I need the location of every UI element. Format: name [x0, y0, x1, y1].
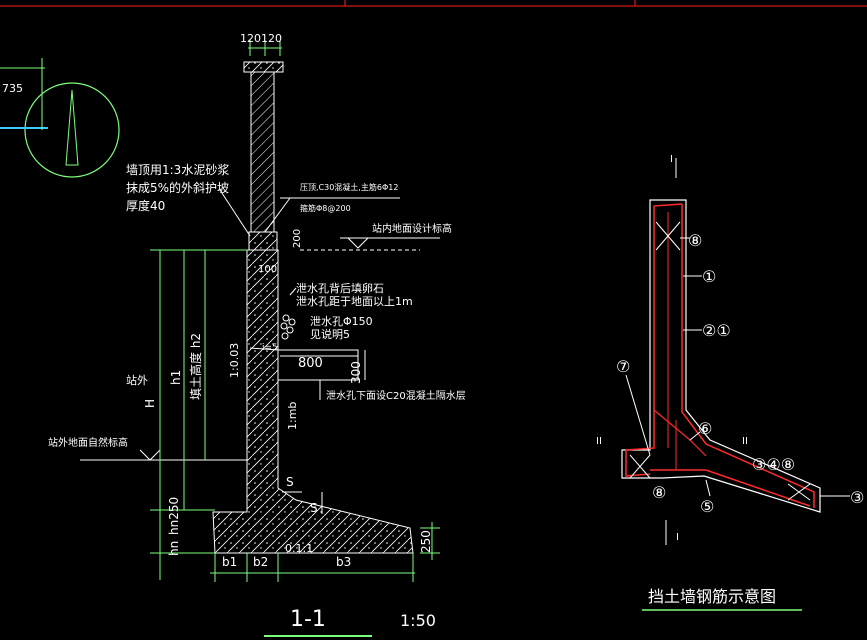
- dim-b3: b3: [336, 555, 351, 569]
- outside-elev-marker: [139, 449, 161, 461]
- note-drain: 泄水孔背后填卵石: [296, 281, 384, 295]
- mark-i: I: [676, 532, 679, 543]
- wall-cap: [243, 61, 284, 73]
- outside-ground-label: 站外地面自然标高: [48, 436, 128, 449]
- note-drain: 泄水孔Φ150: [310, 315, 373, 328]
- slope-1: 1:0.03: [228, 343, 241, 378]
- rebar-mark-8: ⑧: [652, 483, 666, 502]
- dim-b2: b2: [253, 555, 268, 569]
- note-layer: 泄水孔下面设C20混凝土隔水层: [326, 389, 466, 402]
- note-drain: 见说明5: [310, 327, 350, 341]
- label-h1: h1: [169, 370, 183, 385]
- ring-beam: [248, 231, 278, 251]
- rebar-mark-3: ③: [850, 488, 864, 507]
- rebar-diagram: I I II II ⑧ ① ②① ⑦ ⑥ ③④⑧ ⑧ ⑤: [596, 154, 864, 611]
- note-drain: 泄水孔距于地面以上1m: [296, 295, 413, 308]
- rebar-mark-5: ⑤: [700, 497, 714, 516]
- slope-2: 1:mb: [286, 402, 299, 430]
- site-elev-marker: [347, 237, 369, 249]
- dim-hn250: hn250: [167, 497, 181, 535]
- rebar-mark-6: ⑥: [698, 419, 712, 438]
- rebar-title: 挡土墙钢筋示意图: [648, 587, 776, 606]
- mark-i: I: [670, 154, 673, 165]
- rebar-mark-8: ⑧: [688, 231, 702, 250]
- upper-wall: [250, 71, 275, 233]
- rebar-mark-2: ②①: [702, 321, 731, 340]
- note-beam: 压顶,C30混凝土,主筋6Φ12: [300, 182, 398, 192]
- note-cap: 抹成5%的外斜护坡: [126, 180, 229, 195]
- rebar-mark-7: ⑦: [616, 357, 630, 376]
- section-scale: 1:50: [400, 611, 436, 630]
- left-dim-text: 735: [2, 82, 23, 95]
- dim-b1: b1: [222, 555, 237, 569]
- dim-100: 100: [258, 264, 277, 275]
- dim-250: 250: [419, 530, 433, 553]
- label-s: S: [310, 501, 318, 515]
- top-dim-text: 120120: [240, 32, 282, 45]
- note-beam: 箍筋Φ8@200: [300, 203, 351, 213]
- section-title: 1-1: [290, 607, 326, 632]
- site-elev-label: 站内地面设计标高: [372, 222, 452, 235]
- dim-800: 800: [298, 356, 323, 371]
- note-cap: 厚度40: [126, 198, 165, 213]
- slope-i: i=5: [262, 343, 278, 353]
- detail-circle: [24, 82, 120, 178]
- dim-300: 300: [349, 361, 363, 384]
- rebar-mark-1: ①: [702, 267, 716, 286]
- rebar-mark-348: ③④⑧: [752, 455, 795, 474]
- mark-ii: II: [742, 436, 748, 447]
- section-1-1: 120120 735 墙顶用1:3水泥砂浆 抹成5%的外斜护坡: [0, 32, 466, 637]
- dim-hn: hn: [167, 541, 181, 556]
- label-s: S: [286, 475, 294, 489]
- label-h2: 填土高度 h2: [188, 333, 203, 400]
- label-H: H: [143, 399, 157, 408]
- label-outside: 站外: [126, 373, 148, 387]
- note-cap: 墙顶用1:3水泥砂浆: [126, 162, 229, 177]
- dim-200: 200: [292, 229, 303, 248]
- slope-base: 0.1:1: [285, 542, 313, 555]
- mark-ii: II: [596, 436, 602, 447]
